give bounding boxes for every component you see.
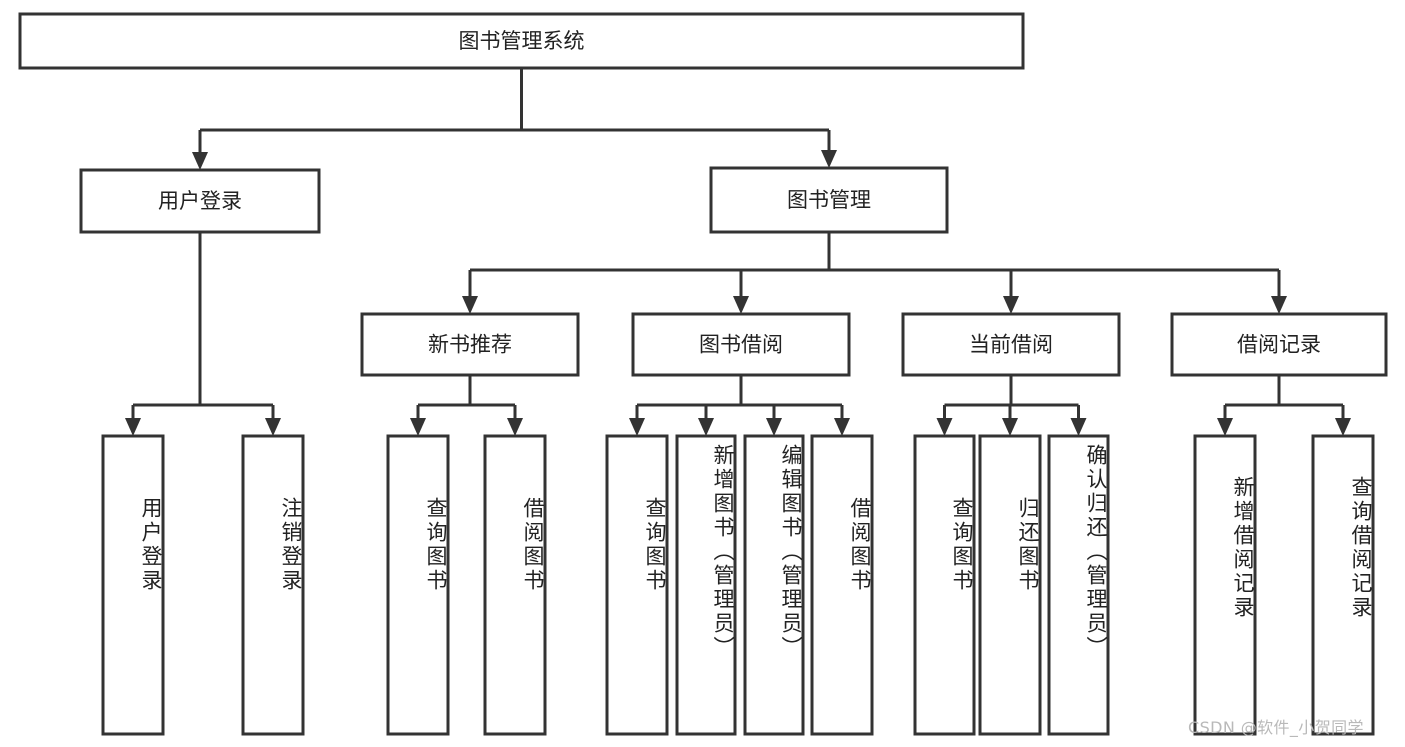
node-label-root: 图书管理系统 xyxy=(459,29,585,53)
node-label-book-borrow: 图书借阅 xyxy=(699,333,783,357)
node-box-book-borrow[interactable] xyxy=(631,312,851,377)
node-label-new-book-recommend: 新书推荐 xyxy=(428,333,512,357)
node-box-leaf-confirm-return-admin[interactable] xyxy=(1047,434,1110,736)
node-box-leaf-add-borrow-record[interactable] xyxy=(1193,434,1257,736)
node-box-leaf-add-book-admin[interactable] xyxy=(675,434,737,736)
arrow-head-icon xyxy=(1003,296,1019,314)
node-box-leaf-query-book-recommend[interactable] xyxy=(386,434,450,736)
node-box-leaf-user-login[interactable] xyxy=(101,434,165,736)
node-box-leaf-query-book-borrow[interactable] xyxy=(605,434,669,736)
arrow-head-icon xyxy=(1335,418,1351,436)
node-label-book-management: 图书管理 xyxy=(787,188,871,212)
arrow-head-icon xyxy=(821,150,837,168)
watermark-text: CSDN @软件_小贺同学 xyxy=(1188,718,1364,737)
connector-edges xyxy=(125,68,1351,436)
arrow-head-icon xyxy=(936,418,953,436)
node-box-borrow-record[interactable] xyxy=(1170,312,1388,377)
arrow-head-icon xyxy=(1217,418,1233,436)
arrow-head-icon xyxy=(733,296,749,314)
node-box-leaf-logout-login[interactable] xyxy=(241,434,305,736)
node-box-current-borrow[interactable] xyxy=(901,312,1121,377)
node-label-current-borrow: 当前借阅 xyxy=(969,333,1053,357)
node-box-leaf-borrow-book-recommend[interactable] xyxy=(483,434,547,736)
arrow-head-icon xyxy=(1002,418,1018,436)
arrow-head-icon xyxy=(410,418,426,436)
node-box-user-login[interactable] xyxy=(79,168,321,234)
arrow-head-icon xyxy=(698,418,714,436)
node-box-new-book-recommend[interactable] xyxy=(360,312,580,377)
arrow-head-icon xyxy=(462,296,478,314)
arrow-head-icon xyxy=(1070,418,1087,436)
arrow-head-icon xyxy=(192,152,208,170)
arrow-head-icon xyxy=(766,418,782,436)
node-label-borrow-record: 借阅记录 xyxy=(1237,333,1321,357)
node-box-book-management[interactable] xyxy=(709,166,949,234)
node-box-leaf-query-borrow-record[interactable] xyxy=(1311,434,1375,736)
node-box-leaf-borrow-book[interactable] xyxy=(810,434,874,736)
node-label-user-login: 用户登录 xyxy=(158,189,242,213)
node-box-root[interactable] xyxy=(18,12,1025,70)
arrow-head-icon xyxy=(507,418,523,436)
arrow-head-icon xyxy=(629,418,645,436)
node-box-leaf-query-book-current[interactable] xyxy=(913,434,976,736)
arrow-head-icon xyxy=(834,418,850,436)
node-boxes xyxy=(18,12,1388,736)
arrow-head-icon xyxy=(1271,296,1287,314)
node-box-leaf-return-book[interactable] xyxy=(978,434,1042,736)
arrow-head-icon xyxy=(265,418,281,436)
node-box-leaf-edit-book-admin[interactable] xyxy=(743,434,805,736)
arrow-head-icon xyxy=(125,418,141,436)
